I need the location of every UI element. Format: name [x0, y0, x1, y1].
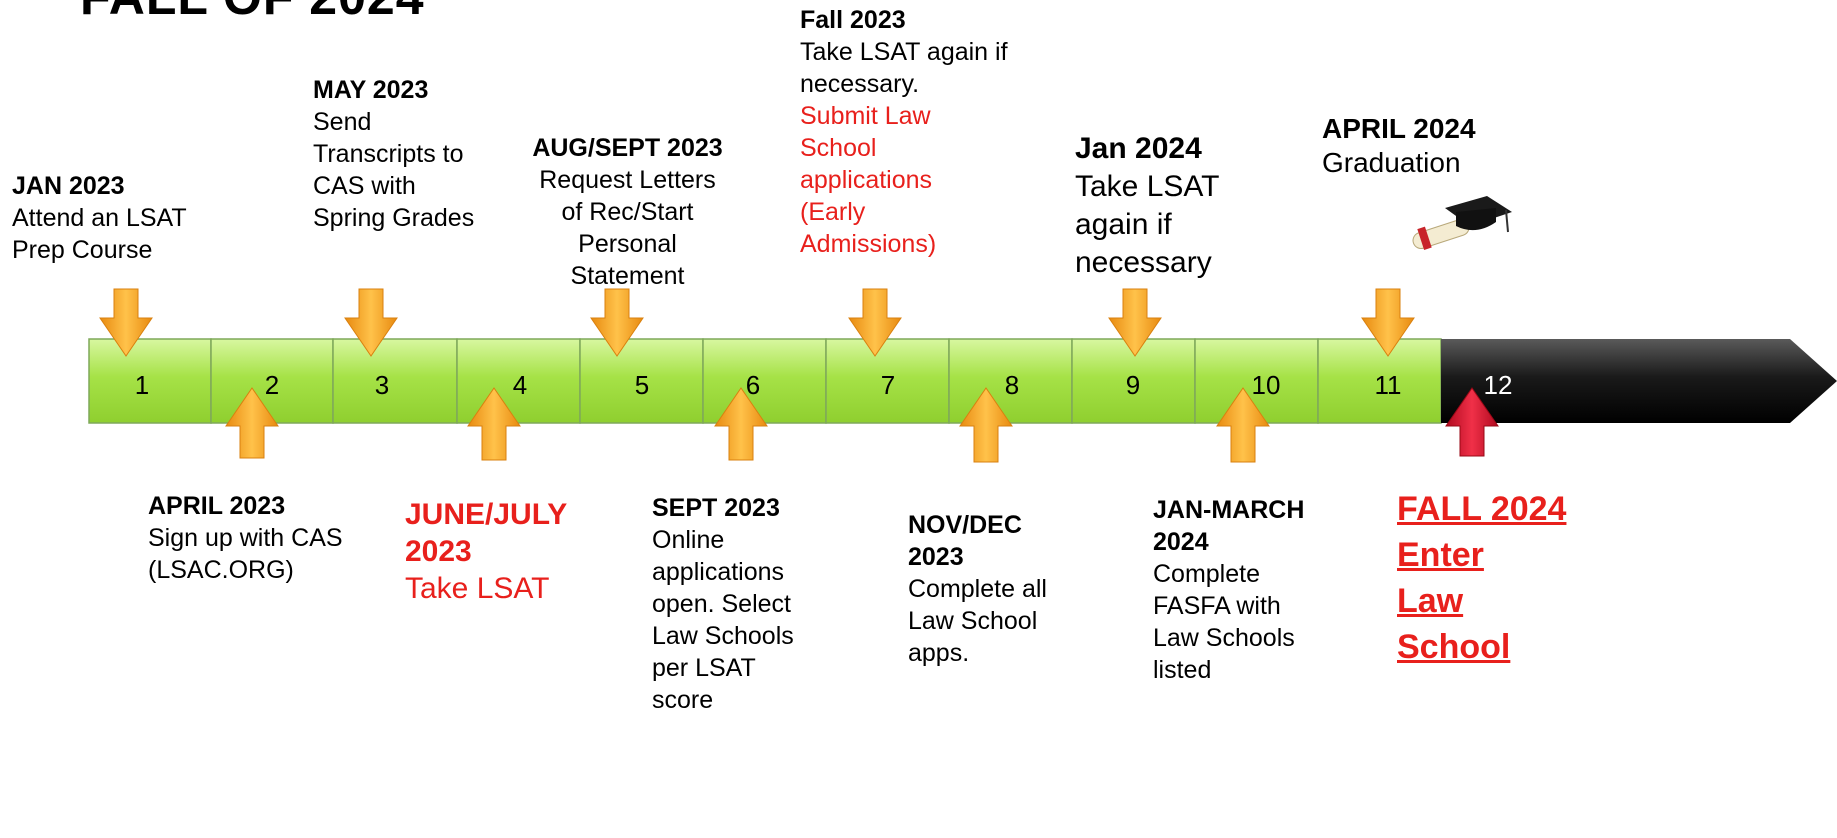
segment-label: 3	[374, 370, 390, 400]
segment-3	[332, 338, 458, 424]
event-heading: MAY 2023	[313, 76, 429, 104]
event-june-july-2023: JUNE/JULY 2023 Take LSAT	[405, 496, 595, 607]
event-heading: APRIL 2023	[148, 492, 286, 520]
event-heading: SEPT 2023	[652, 494, 780, 522]
event-text: Complete FASFA with Law Schools listed	[1153, 560, 1295, 684]
event-heading: Jan 2024	[1075, 132, 1202, 165]
event-may-2023: MAY 2023 Send Transcripts to CAS with Sp…	[313, 74, 483, 234]
segment-2	[210, 338, 334, 424]
segment-label: 12	[1483, 370, 1513, 400]
event-heading: APRIL 2024	[1322, 113, 1476, 144]
event-sept-2023: SEPT 2023 Online applications open. Sele…	[652, 492, 822, 716]
event-heading: JAN-MARCH 2024	[1153, 496, 1305, 556]
segment-label: 1	[134, 370, 150, 400]
segment-1	[88, 338, 212, 424]
segment-label: 2	[264, 370, 280, 400]
arrow-up-icon	[714, 387, 768, 461]
event-jan-2024: Jan 2024 Take LSAT again if necessary	[1075, 130, 1245, 282]
event-heading: NOV/DEC 2023	[908, 511, 1022, 571]
event-text: Take LSAT again if necessary.	[800, 38, 1008, 98]
event-heading: Fall 2023	[800, 6, 906, 34]
graduation-cap-diploma-icon	[1412, 196, 1512, 250]
event-fall-2023: Fall 2023 Take LSAT again if necessary. …	[800, 4, 1020, 260]
arrow-down-icon	[848, 288, 902, 357]
event-text: Send Transcripts to CAS with Spring Grad…	[313, 108, 475, 232]
event-text: Online applications open. Select Law Sch…	[652, 526, 794, 714]
event-nov-dec-2023: NOV/DEC 2023 Complete all Law School app…	[908, 509, 1078, 669]
event-april-2024: APRIL 2024 Graduation	[1322, 112, 1522, 180]
arrow-down-icon	[590, 288, 644, 357]
arrow-down-icon	[99, 288, 153, 357]
event-jan-march-2024: JAN-MARCH 2024 Complete FASFA with Law S…	[1153, 494, 1333, 686]
arrow-up-icon	[1216, 387, 1270, 463]
segment-label: 7	[880, 370, 896, 400]
diagram-title: FALL OF 2024	[80, 0, 425, 26]
event-aug-sept-2023: AUG/SEPT 2023 Request Letters of Rec/Sta…	[510, 132, 745, 292]
event-heading: JAN 2023	[12, 172, 125, 200]
segment-5	[579, 338, 704, 424]
arrow-up-icon	[959, 387, 1013, 463]
event-jan-2023: JAN 2023 Attend an LSAT Prep Course	[12, 170, 212, 266]
segment-label: 11	[1374, 370, 1402, 400]
segment-label: 10	[1251, 370, 1281, 400]
top-arrows	[99, 288, 1415, 357]
segment-label: 8	[1004, 370, 1020, 400]
event-text: Request Letters of Rec/Start Personal St…	[539, 166, 716, 290]
event-text: Enter Law School	[1397, 536, 1511, 666]
segment-label: 9	[1125, 370, 1141, 400]
red-arrow-up-icon	[1445, 387, 1499, 457]
arrow-up-icon	[467, 387, 521, 461]
event-fall-2024: FALL 2024 Enter Law School	[1397, 486, 1837, 670]
segment-label: 6	[745, 370, 761, 400]
event-heading: JUNE/JULY 2023	[405, 498, 567, 568]
event-text: Take LSAT	[405, 572, 550, 605]
event-text: Complete all Law School apps.	[908, 575, 1047, 667]
event-text: Take LSAT again if necessary	[1075, 170, 1219, 279]
event-heading: FALL 2024	[1397, 490, 1567, 528]
segment-label: 5	[634, 370, 650, 400]
event-heading: AUG/SEPT 2023	[532, 134, 723, 162]
arrow-down-icon	[1361, 288, 1415, 357]
segment-11	[1317, 338, 1442, 424]
event-april-2023: APRIL 2023 Sign up with CAS (LSAC.ORG)	[148, 490, 378, 586]
segment-8	[948, 338, 1073, 424]
segment-12	[1441, 339, 1837, 423]
event-text: Graduation	[1322, 147, 1461, 178]
arrow-up-icon	[225, 387, 279, 459]
arrow-down-icon	[344, 288, 398, 357]
event-text: Sign up with CAS (LSAC.ORG)	[148, 524, 343, 584]
segment-label: 4	[512, 370, 528, 400]
arrow-down-icon	[1108, 288, 1162, 357]
bottom-arrows	[225, 387, 1499, 463]
event-text: Attend an LSAT Prep Course	[12, 204, 187, 264]
event-text-red: Submit Law School applications (Early Ad…	[800, 102, 937, 258]
segment-7	[825, 338, 950, 424]
